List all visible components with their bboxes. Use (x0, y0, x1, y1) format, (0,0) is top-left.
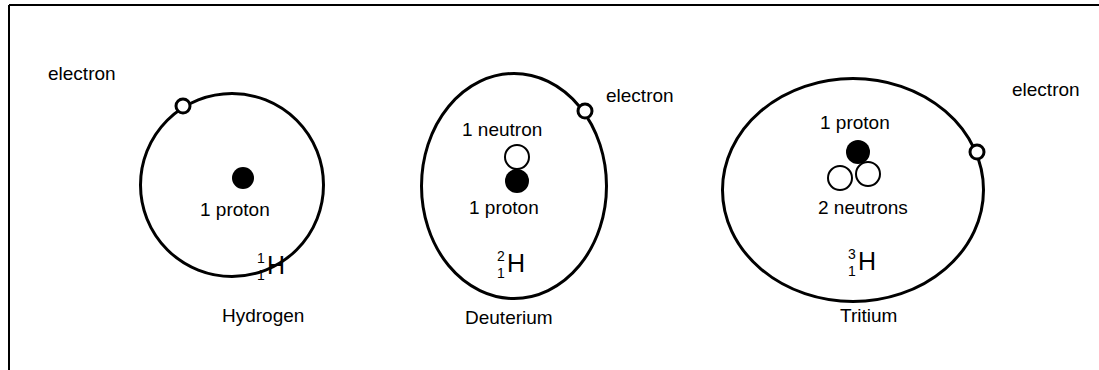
atomic-number: 1 (257, 268, 265, 282)
electron-label: electron (1012, 80, 1080, 99)
particle-count: 2 neutrons (818, 197, 908, 219)
orbit-outline (139, 92, 325, 278)
electron-dot (578, 104, 592, 118)
proton-dot (846, 140, 870, 164)
particle-count: 1 neutron (462, 119, 542, 141)
mass-number: 3 (848, 247, 856, 261)
element-symbol: H (507, 251, 525, 276)
particle-count: 1 proton (469, 197, 539, 219)
proton-dot (232, 167, 254, 189)
proton-dot (505, 169, 529, 193)
orbit-ring (422, 74, 607, 299)
neutron-dot (505, 145, 529, 169)
orbit-ring (723, 79, 984, 302)
isotope-name: Deuterium (465, 308, 553, 327)
mass-number: 1 (257, 251, 265, 265)
atomic-number: 1 (497, 266, 505, 280)
neutron-dot (856, 162, 880, 186)
orbit-ring (141, 94, 324, 277)
isotope-name: Tritium (840, 306, 897, 325)
electron-label: electron (606, 86, 674, 105)
mass-number: 2 (497, 249, 505, 263)
electron-label: electron (48, 64, 116, 83)
element-symbol: H (858, 249, 876, 274)
electron-dot (176, 99, 190, 113)
atom-orbit: 1 proton (139, 92, 325, 278)
frame-line (8, 5, 10, 370)
electron-dot (970, 145, 984, 159)
element-symbol: H (267, 253, 285, 278)
atomic-number: 1 (848, 264, 856, 278)
isotope-name: Hydrogen (222, 306, 304, 325)
particle-count: 1 proton (820, 112, 890, 134)
neutron-dot (828, 166, 852, 190)
particle-count: 1 proton (200, 199, 270, 221)
frame-line (9, 4, 1099, 6)
